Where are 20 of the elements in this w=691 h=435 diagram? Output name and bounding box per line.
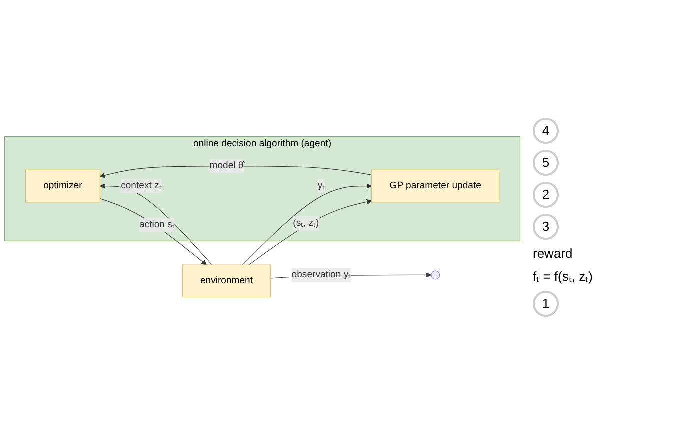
callout-number: 3 bbox=[533, 214, 559, 240]
edge-label: observation yₜ bbox=[292, 270, 351, 280]
callout-number: 5 bbox=[533, 150, 559, 176]
callout-number: 2 bbox=[533, 182, 559, 208]
edge-label: context zₜ bbox=[121, 181, 162, 192]
arrow bbox=[242, 184, 372, 266]
arrow bbox=[248, 200, 372, 266]
node-box: optimizer bbox=[25, 170, 100, 204]
callout-number: 4 bbox=[533, 118, 559, 144]
edge-label: (sₜ, zₜ) bbox=[293, 218, 320, 229]
callout-number: 1 bbox=[533, 291, 559, 317]
edge-label: yₜ bbox=[318, 181, 325, 192]
node-box: environment bbox=[182, 265, 272, 298]
note-label: reward bbox=[533, 246, 573, 261]
note-label: fₜ = f(sₜ, zₜ) bbox=[533, 268, 593, 285]
edge-label: model θ̂ bbox=[210, 161, 244, 172]
arrow bbox=[100, 184, 213, 266]
node-box: GP parameter update bbox=[372, 170, 500, 204]
edge-label: action sₜ bbox=[139, 220, 175, 230]
arrow bbox=[100, 198, 207, 266]
